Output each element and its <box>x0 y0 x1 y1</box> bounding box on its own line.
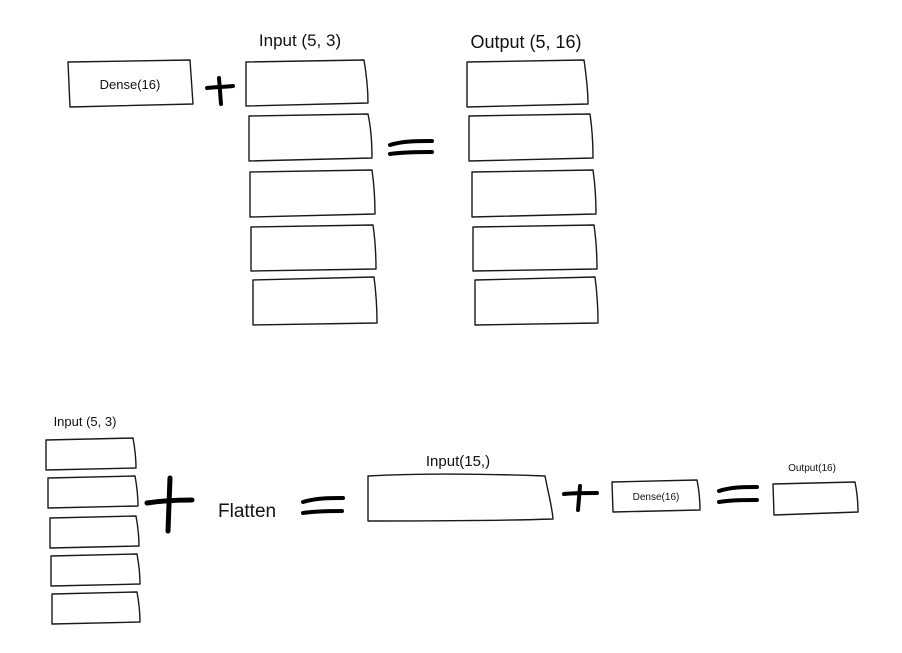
top-equals-operator <box>388 139 434 156</box>
bottom-input-row <box>49 515 140 549</box>
bottom-plus-operator-2 <box>562 484 599 512</box>
top-output-row <box>468 113 594 162</box>
top-input-row <box>252 276 378 326</box>
top-dense-label: Dense(16) <box>100 77 161 92</box>
top-input-row <box>250 224 377 272</box>
bottom-plus-operator <box>144 475 195 534</box>
flat-input-box <box>367 473 554 522</box>
bottom-input-tensor <box>45 437 141 625</box>
top-plus-operator <box>205 76 235 106</box>
flat-input-label: Input(15,) <box>426 453 490 470</box>
top-input-row <box>248 113 373 162</box>
top-output-tensor <box>466 59 599 326</box>
bottom-input-label: Input (5, 3) <box>54 414 117 429</box>
top-output-row <box>466 59 589 108</box>
top-input-label: Input (5, 3) <box>259 31 341 50</box>
bottom-equals-operator-1 <box>301 496 345 515</box>
bottom-dense-label: Dense(16) <box>633 492 680 503</box>
top-input-row <box>249 169 376 218</box>
bottom-equals-operator-2 <box>717 485 759 504</box>
bottom-input-row <box>51 591 141 625</box>
top-output-row <box>474 276 599 326</box>
bottom-input-row <box>47 475 139 509</box>
bottom-input-row <box>45 437 137 471</box>
top-dense-layer: Dense(16) <box>67 59 194 108</box>
bottom-dense-layer: Dense(16) <box>611 479 701 513</box>
top-output-row <box>472 224 598 272</box>
top-input-row <box>245 59 369 107</box>
bottom-output-box <box>772 481 859 516</box>
top-output-label: Output (5, 16) <box>470 32 581 52</box>
top-input-tensor <box>245 59 378 326</box>
bottom-input-row <box>50 553 141 587</box>
flatten-label: Flatten <box>218 501 276 522</box>
top-output-row <box>471 169 597 218</box>
bottom-output-label: Output(16) <box>788 463 836 474</box>
